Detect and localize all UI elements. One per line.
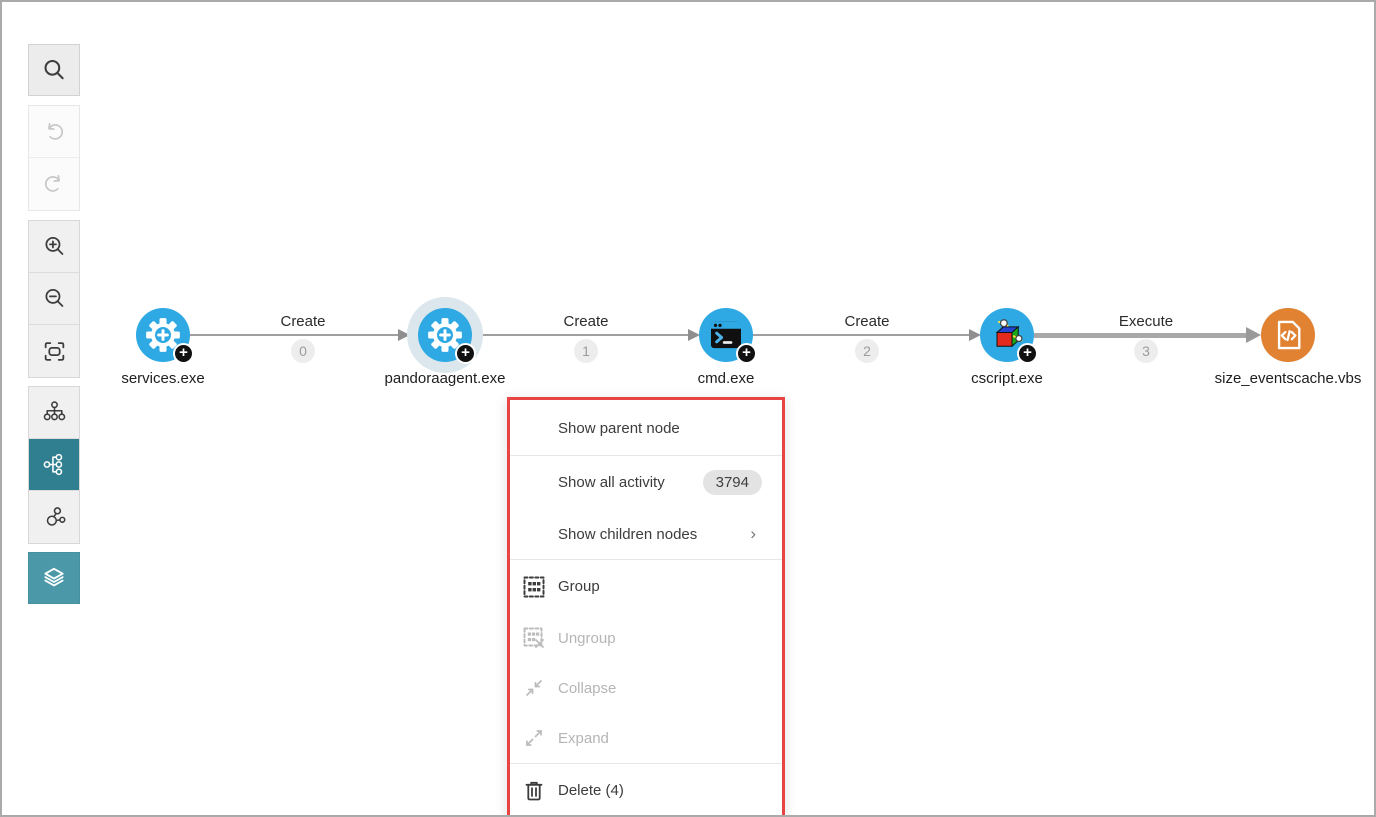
- fit-screen-icon: [44, 341, 64, 361]
- zoom-in-icon: [44, 236, 63, 255]
- edge-services-pandoraagent[interactable]: [190, 334, 409, 336]
- ungroup-icon: [523, 627, 544, 648]
- edge-count-badge[interactable]: 0: [291, 339, 315, 363]
- gear-plus-icon: [146, 318, 180, 352]
- terminal-icon: [711, 321, 741, 349]
- node-size-eventscache-vbs[interactable]: [1261, 308, 1315, 362]
- node-label: cmd.exe: [697, 370, 755, 387]
- activity-count-badge: 3794: [702, 470, 762, 495]
- chevron-right-icon: ›: [750, 524, 756, 543]
- edge-cscript-vbs[interactable]: [1034, 333, 1246, 338]
- wsh-cube-icon: [995, 319, 1023, 348]
- tree-horizontal-icon: [43, 453, 62, 476]
- menu-item-show-children-nodes[interactable]: Show children nodes ›: [558, 524, 756, 543]
- zoom-button-group: [28, 220, 80, 378]
- menu-item-expand: Expand: [510, 713, 782, 763]
- menu-item-delete[interactable]: Delete (4): [510, 764, 782, 815]
- zoom-in-button[interactable]: [29, 221, 79, 273]
- menu-divider: [510, 455, 782, 456]
- edge-arrowhead: [1246, 327, 1261, 343]
- menu-divider: [510, 559, 782, 560]
- menu-item-ungroup: Ungroup: [510, 613, 782, 663]
- expand-node-plus-badge[interactable]: +: [455, 343, 476, 364]
- search-button[interactable]: [28, 44, 80, 96]
- edge-label: Create: [280, 313, 326, 330]
- node-label: pandoraagent.exe: [384, 370, 506, 387]
- node-label: cscript.exe: [971, 370, 1043, 387]
- node-cmd-exe[interactable]: +: [699, 308, 757, 364]
- layout-network-button[interactable]: [29, 491, 79, 543]
- node-context-menu: Show parent node Show all activity 3794 …: [507, 397, 785, 815]
- undo-icon: [48, 122, 64, 140]
- edge-count-badge[interactable]: 2: [855, 339, 879, 363]
- layout-tree-horizontal-button[interactable]: [29, 439, 79, 491]
- layout-button-group: [28, 386, 80, 544]
- menu-item-show-parent-node[interactable]: Show parent node: [558, 420, 680, 437]
- expand-icon: [526, 730, 542, 746]
- zoom-out-button[interactable]: [29, 273, 79, 325]
- layers-button[interactable]: [28, 552, 80, 604]
- expand-node-plus-badge[interactable]: +: [1017, 343, 1038, 364]
- expand-node-plus-badge[interactable]: +: [173, 343, 194, 364]
- collapse-icon: [526, 680, 542, 696]
- edge-count-badge[interactable]: 3: [1134, 339, 1158, 363]
- redo-icon: [44, 174, 60, 192]
- edge-label: Execute: [1118, 313, 1174, 330]
- redo-button: [29, 158, 79, 210]
- expand-node-plus-badge[interactable]: +: [736, 343, 757, 364]
- trash-icon: [525, 781, 543, 800]
- edge-arrowhead: [688, 329, 700, 341]
- node-label: services.exe: [121, 370, 205, 387]
- node-pandoraagent-exe[interactable]: +: [418, 308, 476, 364]
- node-cscript-exe[interactable]: +: [980, 308, 1038, 364]
- group-icon: [523, 576, 545, 597]
- fit-to-screen-button[interactable]: [29, 325, 79, 377]
- edge-arrowhead: [969, 329, 981, 341]
- layers-icon: [44, 567, 64, 587]
- edge-label: Create: [563, 313, 609, 330]
- script-file-icon: [1277, 320, 1301, 350]
- menu-divider: [510, 763, 782, 764]
- edge-cmd-cscript[interactable]: [753, 334, 969, 336]
- node-services-exe[interactable]: +: [136, 308, 194, 364]
- edge-label: Create: [844, 313, 890, 330]
- search-icon: [44, 59, 64, 80]
- undo-button: [29, 106, 79, 158]
- node-label: size_eventscache.vbs: [1214, 370, 1362, 387]
- edge-pandoraagent-cmd[interactable]: [482, 334, 688, 336]
- tree-vertical-icon: [43, 401, 65, 421]
- layout-tree-vertical-button[interactable]: [29, 387, 79, 439]
- history-button-group: [28, 105, 80, 211]
- network-icon: [46, 506, 65, 526]
- zoom-out-icon: [44, 288, 63, 307]
- menu-item-group[interactable]: Group: [510, 560, 782, 613]
- menu-item-collapse: Collapse: [510, 663, 782, 713]
- edge-count-badge[interactable]: 1: [574, 339, 598, 363]
- menu-item-show-all-activity[interactable]: Show all activity 3794: [510, 456, 782, 509]
